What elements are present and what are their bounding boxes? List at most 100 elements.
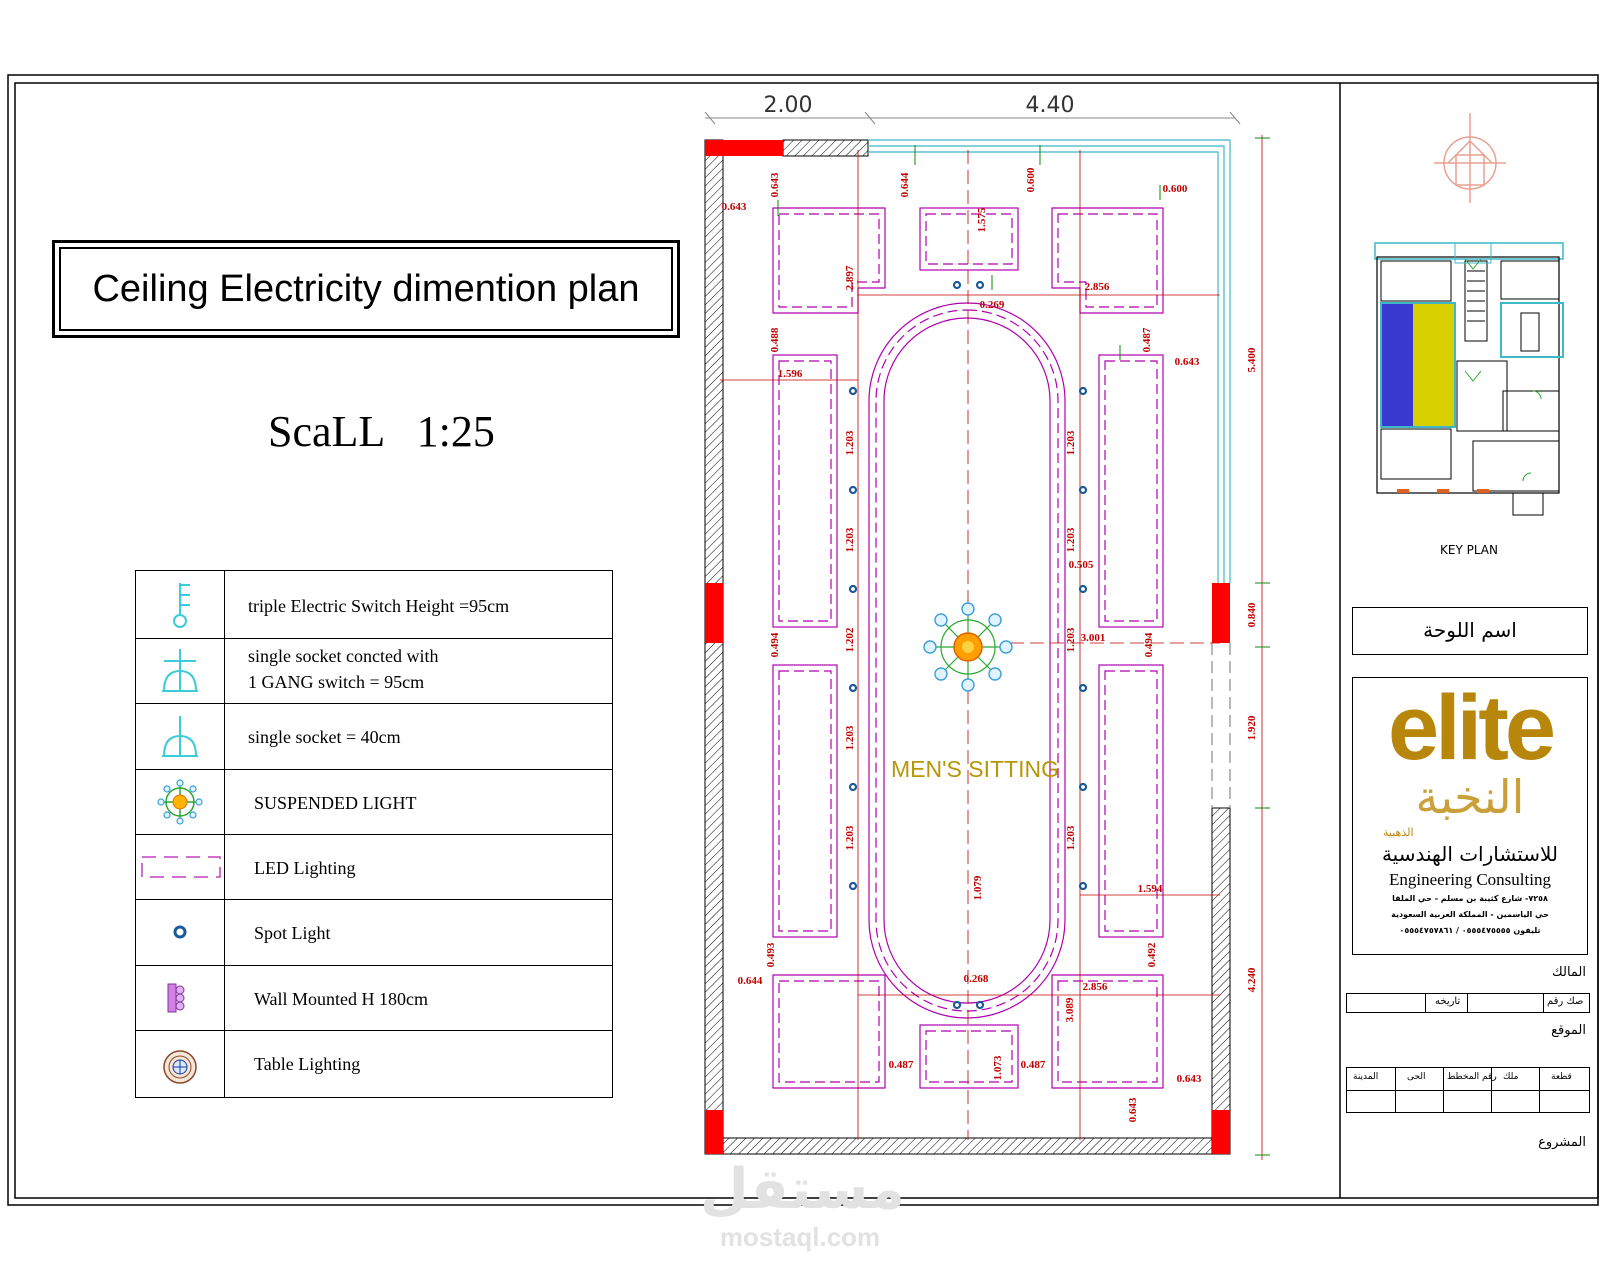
top-dimension: 2.00 4.40 xyxy=(704,93,1241,125)
suspended-light xyxy=(923,602,1013,692)
legend-label: Table Lighting xyxy=(254,1054,361,1074)
legend-table: triple Electric Switch Height =95cm sing… xyxy=(135,570,613,1098)
dimension-value: 0.644 xyxy=(738,975,763,987)
legend-row: single socket concted with 1 GANG switch… xyxy=(136,639,612,704)
dimension-value: 1.203 xyxy=(844,825,856,850)
page-title: Ceiling Electricity dimention plan xyxy=(92,267,640,310)
legend-label: triple Electric Switch Height =95cm xyxy=(248,596,510,616)
top-dim-left: 2.00 xyxy=(764,93,813,118)
drawing-name-label: اسم اللوحة xyxy=(1423,618,1517,642)
ownership-label: ملك xyxy=(1503,1072,1519,1082)
glass-facade xyxy=(868,139,1231,808)
dimension-value: 0.494 xyxy=(769,632,781,657)
key-plan xyxy=(1374,242,1564,516)
electric-switch-icon xyxy=(136,571,225,638)
scale-label: ScaLL 1:25 xyxy=(268,407,495,456)
location-label: الموقع xyxy=(1551,1023,1586,1038)
scheme-label: رقم المخطط xyxy=(1447,1072,1497,1082)
ceiling-panels xyxy=(772,207,1164,1089)
dimension-value: 0.487 xyxy=(1141,327,1153,352)
dimension-value: 3.089 xyxy=(1064,997,1076,1022)
legend-row: triple Electric Switch Height =95cm xyxy=(136,571,612,639)
dimension-value: 0.269 xyxy=(980,299,1005,311)
dimension-value: 5.400 xyxy=(1246,347,1258,372)
owner-label: المالك xyxy=(1552,965,1586,980)
spot-lights xyxy=(848,280,1088,1010)
deed-row: تاريخه صك رقم xyxy=(1346,993,1590,1013)
room-label: MEN'S SITTING xyxy=(891,756,1059,782)
dimension-value: 1.203 xyxy=(1065,825,1077,850)
legend-label: single socket = 40cm xyxy=(248,727,401,747)
legend-label: Spot Light xyxy=(254,923,331,943)
dimension-value: 1.203 xyxy=(1065,527,1077,552)
title-block: KEY PLAN اسم اللوحة elite النخبة الذهبية… xyxy=(1340,83,1598,1198)
legend-row: Table Lighting xyxy=(136,1031,612,1097)
legend-label: single socket concted with 1 GANG switch… xyxy=(248,646,439,692)
legend-label: SUSPENDED LIGHT xyxy=(254,793,417,813)
project-label: المشروع xyxy=(1538,1135,1586,1150)
dimension-value: 0.840 xyxy=(1246,602,1258,627)
walls xyxy=(704,139,1231,1155)
dimension-value: 0.644 xyxy=(899,172,911,197)
legend-row: Spot Light xyxy=(136,900,612,966)
company-logo-box: elite النخبة الذهبية للاستشارات الهندسية… xyxy=(1352,677,1588,955)
dimension-value: 1.575 xyxy=(976,207,988,232)
drawing-name-box: اسم اللوحة xyxy=(1352,607,1588,655)
logo-arabic: النخبة xyxy=(1415,770,1525,824)
socket-switch-icon xyxy=(136,639,225,703)
legend-row: LED Lighting xyxy=(136,835,612,900)
plot-label: قطعة xyxy=(1551,1072,1572,1082)
district-label: الحى xyxy=(1407,1072,1426,1082)
company-phone: تليفون ٠٥٥٥٤٧٥٥٥٥ / ٠٥٥٥٤٧٥٧٨٦١ xyxy=(1399,926,1541,935)
dimension-value: 0.494 xyxy=(1143,632,1155,657)
dimension-value: 1.596 xyxy=(778,368,803,380)
company-english: Engineering Consulting xyxy=(1389,870,1551,889)
dimension-value: 0.505 xyxy=(1069,559,1094,571)
dimension-value: 0.643 xyxy=(722,201,747,213)
dimension-value: 1.203 xyxy=(844,430,856,455)
dimension-value: 0.487 xyxy=(889,1059,914,1071)
legend-row: SUSPENDED LIGHT xyxy=(136,770,612,835)
company-address-2: حي الياسمين - المملكة العربية السعودية xyxy=(1391,910,1549,919)
legend-row: single socket = 40cm xyxy=(136,704,612,770)
spot-light-icon xyxy=(136,900,225,965)
dimension-value: 1.079 xyxy=(972,875,984,900)
dimension-value: 1.203 xyxy=(844,725,856,750)
dimension-value: 0.493 xyxy=(765,942,777,967)
dimension-value: 0.643 xyxy=(769,172,781,197)
logo-arabic-sub: الذهبية xyxy=(1383,826,1414,839)
dimension-value: 2.856 xyxy=(1085,281,1110,293)
top-dim-right: 4.40 xyxy=(1026,93,1075,118)
dimension-value: 0.643 xyxy=(1127,1097,1139,1122)
dimension-value: 0.600 xyxy=(1025,167,1037,192)
dimension-value: 2.897 xyxy=(844,265,856,290)
date-label: تاريخه xyxy=(1435,996,1461,1007)
dimension-value: 1.073 xyxy=(992,1055,1004,1080)
deed-label: صك رقم xyxy=(1547,996,1584,1007)
dimension-value: 1.202 xyxy=(844,627,856,652)
company-arabic: للاستشارات الهندسية xyxy=(1381,842,1559,866)
dimension-value: 1.203 xyxy=(1065,430,1077,455)
table-lighting-icon xyxy=(136,1031,225,1097)
logo-latin: elite xyxy=(1387,677,1556,779)
dimension-value: 2.856 xyxy=(1083,981,1108,993)
watermark-arabic: مستقل xyxy=(700,1157,905,1222)
dimension-value: 0.643 xyxy=(1175,356,1200,368)
socket-icon xyxy=(136,704,225,769)
dimension-value: 0.488 xyxy=(769,327,781,352)
dimension-value: 1.203 xyxy=(844,527,856,552)
north-arrow-icon xyxy=(1434,113,1506,203)
legend-row: Wall Mounted H 180cm xyxy=(136,966,612,1031)
legend-label: LED Lighting xyxy=(254,858,356,878)
ceiling-plan: 2.00 4.40 xyxy=(704,93,1270,1160)
suspended-light-icon xyxy=(136,770,225,834)
city-label: المدينة xyxy=(1353,1072,1379,1082)
dimension-value: 0.492 xyxy=(1146,942,1158,967)
dimension-value: 1.203 xyxy=(1065,627,1077,652)
dimension-value: 3.001 xyxy=(1081,632,1106,644)
dimension-value: 0.268 xyxy=(964,973,989,985)
legend-label: Wall Mounted H 180cm xyxy=(254,989,429,1009)
plot-table: المدينة الحى رقم المخطط ملك قطعة xyxy=(1346,1067,1590,1113)
